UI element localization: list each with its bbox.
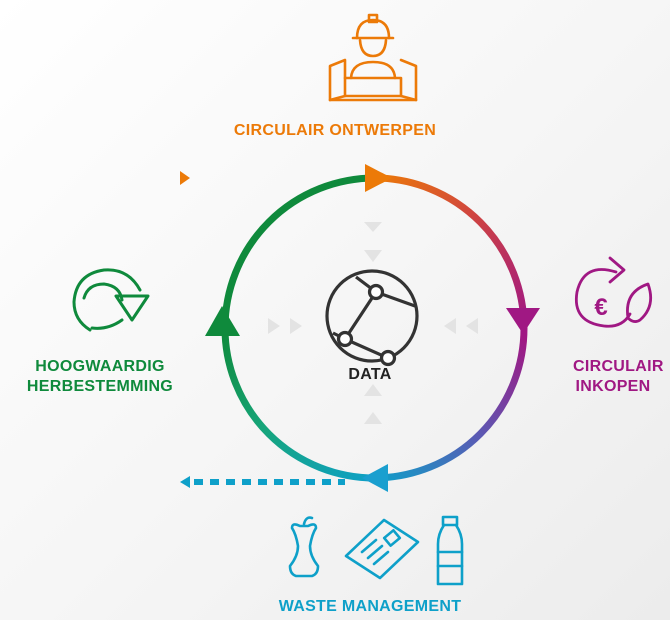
inward-chevrons: [268, 222, 478, 424]
label-circulair-inkopen: CIRCULAIR INKOPEN: [548, 357, 670, 397]
label-data: DATA: [348, 366, 392, 383]
newspaper-icon: [344, 518, 420, 580]
cycle-segment-cyan-green: [221, 327, 376, 482]
label-waste-management: WASTE MANAGEMENT: [278, 598, 462, 615]
cycle-segment-orange-purple: [371, 174, 528, 332]
cycle-segment-purple-cyan: [374, 327, 528, 482]
network-globe-icon: [325, 269, 419, 367]
recycle-arrow-icon: [72, 268, 150, 332]
worker-with-blueprint-icon: [328, 13, 418, 102]
apple-core-icon: [288, 516, 320, 578]
arrowhead-green: [205, 306, 240, 336]
euro-recycle-icon: €: [574, 256, 653, 328]
label-circulair-ontwerpen: CIRCULAIR ONTWERPEN: [233, 122, 437, 139]
outgoing-dotted-arrow: [180, 476, 345, 488]
label-hoogwaardig-herbestemming: HOOGWAARDIG HERBESTEMMING: [0, 357, 200, 397]
arrowhead-orange: [365, 164, 392, 192]
plastic-bottle-icon: [436, 515, 464, 586]
arrowhead-purple: [506, 308, 540, 334]
label-circulair-inkopen-text: CIRCULAIR INKOPEN: [573, 358, 664, 395]
svg-text:€: €: [594, 294, 607, 321]
cycle-segment-green-orange: [221, 174, 376, 329]
arrowhead-cyan: [362, 464, 388, 492]
label-hoogwaardig-herbestemming-text: HOOGWAARDIG HERBESTEMMING: [26, 358, 174, 395]
